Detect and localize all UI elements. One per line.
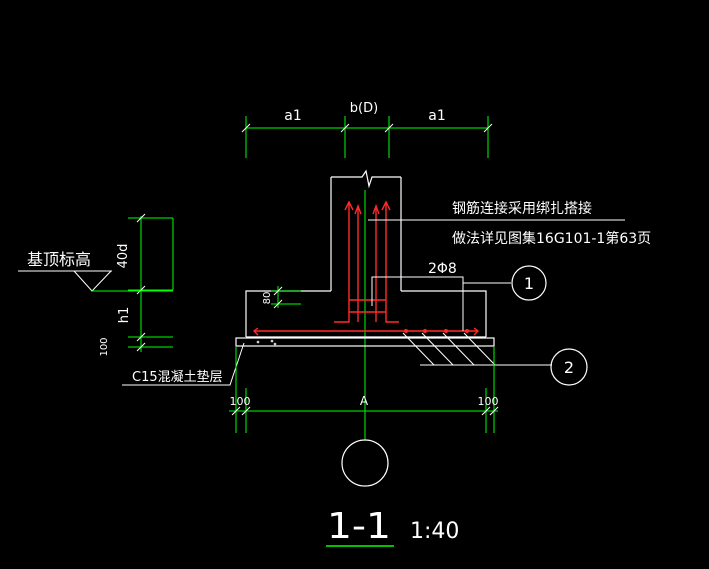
stirrup-label: 2Φ8 — [428, 261, 457, 277]
small-dimension — [271, 286, 301, 309]
section-label: 1-1 — [327, 506, 391, 547]
top-dimension-chain — [241, 116, 493, 158]
dim-left-middle-label: h1 — [117, 307, 132, 324]
dim-left-bottom-label: 100 — [99, 337, 110, 356]
left-dimension-chain — [128, 213, 174, 352]
dim-bottom-right-label: 100 — [478, 395, 499, 408]
dim-top-right-label: a1 — [428, 108, 446, 124]
cushion-layer-label: C15混凝土垫层 — [132, 369, 223, 385]
callout-1-circle — [511, 265, 547, 301]
cushion-layer — [235, 337, 495, 347]
axis-bubble — [341, 439, 389, 487]
splice-note-line2: 做法详见图集16G101-1第63页 — [452, 230, 651, 247]
cushion-leader — [122, 342, 245, 386]
footing-outline — [245, 290, 487, 338]
stirrup-leader — [371, 276, 511, 331]
column-outline — [330, 169, 402, 291]
dim-bottom-center-label: A — [360, 394, 369, 408]
callout-2-circle — [550, 348, 588, 386]
section-scale: 1:40 — [410, 519, 459, 544]
splice-note-line1: 钢筋连接采用绑扎搭接 — [452, 200, 592, 217]
callout-2-label: 2 — [564, 358, 574, 377]
dim-left-small-label: 80 — [262, 292, 273, 305]
dim-top-center-label: b(D) — [350, 101, 378, 116]
bottom-dimension-chain — [229, 347, 499, 433]
bottom-bar-leader — [402, 332, 552, 366]
dim-left-top-label: 40d — [116, 244, 131, 269]
foundation-top-elevation-label: 基顶标高 — [27, 250, 91, 269]
rebar-group — [252, 200, 480, 336]
dim-bottom-left-label: 100 — [230, 395, 251, 408]
elevation-mark — [18, 270, 173, 292]
cushion-hatch — [256, 339, 277, 346]
callout-1-label: 1 — [524, 274, 534, 293]
dim-top-left-label: a1 — [284, 108, 302, 124]
